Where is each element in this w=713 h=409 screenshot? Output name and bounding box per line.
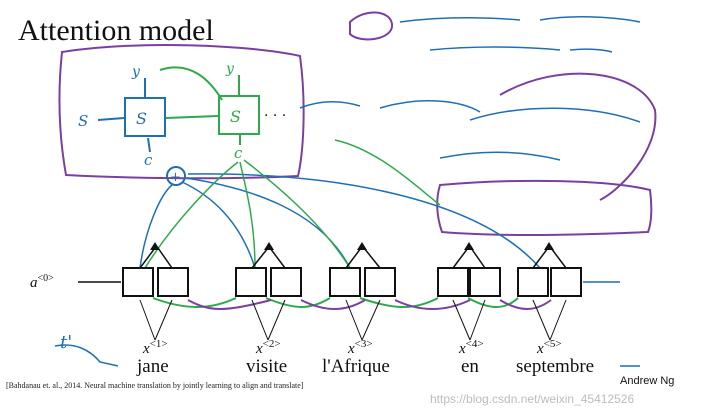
encoder-pair-3 — [329, 267, 396, 297]
input-word-3: l'Afrique — [322, 356, 390, 377]
y1-feedback-arrow — [159, 66, 223, 101]
attention-line-blue-2 — [181, 181, 256, 269]
encoder-pair-2 — [235, 267, 302, 297]
annotation-context-formula — [299, 100, 481, 113]
c1-to-s1-arrow — [147, 137, 151, 153]
input-label-2: x<2> — [256, 338, 281, 357]
attention-line-blue-4 — [187, 173, 541, 269]
annotation-activation-pair — [469, 107, 641, 123]
input-label-4: x<4> — [459, 338, 484, 357]
loop-arrow — [499, 72, 657, 201]
encoder-output-arrows — [139, 247, 567, 269]
encoder-pair-5 — [517, 267, 582, 297]
input-word-1: jane — [137, 356, 169, 377]
output-y2-label: y — [225, 61, 235, 77]
watermark-url: https://blog.csdn.net/weixin_45412526 — [430, 392, 635, 406]
annotation-t-prime: t' — [60, 332, 72, 353]
s1-to-s2-arrow — [165, 115, 219, 119]
attention-line-green-3 — [243, 159, 351, 269]
annotation-alpha-definition — [399, 16, 641, 53]
attention-line-green-2 — [239, 161, 256, 269]
state-s2-label: S — [230, 107, 241, 126]
decoder-state-2 — [218, 95, 260, 135]
encoder-pair-1 — [122, 267, 189, 297]
encoder-forward-links — [152, 297, 519, 308]
encoder-arrowheads — [150, 242, 554, 250]
context-c2-label: c — [234, 144, 243, 162]
sum-node-plus: + — [170, 170, 181, 185]
input-arrows — [139, 299, 567, 341]
continuation-dots: · · · — [264, 108, 286, 124]
slide-title: Attention model — [18, 14, 214, 47]
attention-line-blue-3 — [185, 177, 351, 269]
encoder-pair-4 — [437, 267, 501, 297]
input-word-2: visite — [246, 356, 288, 377]
sum-node — [166, 166, 186, 186]
state-s1-label: S — [136, 109, 147, 128]
attention-line-blue-1 — [139, 184, 173, 269]
alpha-circle — [349, 11, 393, 41]
state-s0-label: S — [78, 112, 88, 130]
author-name: Andrew Ng — [620, 375, 675, 387]
output-y1-label: y — [131, 64, 141, 80]
input-word-4: en — [461, 356, 479, 377]
decoder-state-1 — [124, 97, 166, 137]
formula-highlight-box — [436, 179, 653, 236]
context-to-formula-arrow — [334, 139, 441, 206]
citation-text: [Bahdanau et. al., 2014. Neural machine … — [6, 381, 304, 390]
s0-to-s1-arrow — [97, 117, 125, 121]
attention-line-green-1 — [144, 161, 239, 269]
input-label-3: x<3> — [348, 338, 373, 357]
context-c1-label: c — [144, 151, 153, 169]
input-label-5: x<5> — [537, 338, 562, 357]
decoder-highlight-box — [58, 44, 305, 180]
input-label-1: x<1> — [143, 338, 168, 357]
encoder-backward-links — [187, 299, 552, 310]
input-word-5: septembre — [516, 356, 595, 377]
annotation-t-prime-arrow — [54, 344, 119, 367]
annotation-sum-constraint — [439, 151, 561, 161]
initial-activation-label: a<0> — [30, 273, 54, 291]
